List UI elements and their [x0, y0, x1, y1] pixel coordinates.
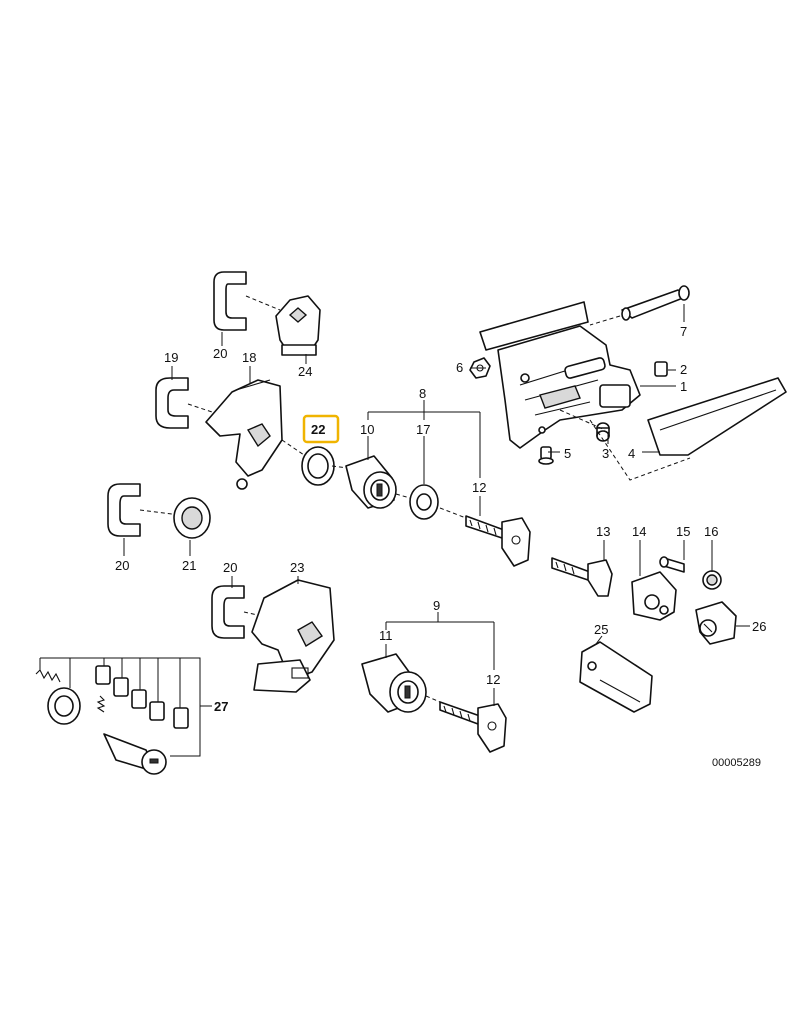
part-14-housing	[631, 571, 677, 621]
callout-10[interactable]: 10	[360, 422, 374, 437]
callout-9[interactable]: 9	[433, 598, 440, 613]
callout-20c[interactable]: 20	[223, 560, 237, 575]
callout-25[interactable]: 25	[594, 622, 608, 637]
part-4-outer-handle	[647, 377, 787, 456]
lower-lever-drawing	[211, 579, 507, 753]
diagram-id: 00005289	[712, 757, 761, 769]
part-24-bracket	[275, 295, 321, 356]
part-20-clip-top	[213, 271, 247, 331]
callout-26[interactable]: 26	[752, 619, 766, 634]
callout-24[interactable]: 24	[298, 364, 312, 379]
callout-13[interactable]: 13	[596, 524, 610, 539]
callout-4[interactable]: 4	[628, 446, 635, 461]
part-23-lever	[251, 579, 335, 693]
part-27-spring-2	[96, 695, 106, 713]
part-16-cap	[702, 570, 722, 590]
callout-12a[interactable]: 12	[472, 480, 486, 495]
callout-18[interactable]: 18	[242, 350, 256, 365]
part-19-clip	[155, 377, 189, 429]
part-1-carrier	[479, 301, 641, 449]
part-20-clip-mid	[107, 483, 141, 537]
callout-11[interactable]: 11	[379, 628, 393, 643]
part-7-rod	[589, 285, 690, 326]
part-3-bushing	[596, 422, 610, 442]
callout-7[interactable]: 7	[680, 324, 687, 339]
callout-20b[interactable]: 20	[115, 558, 129, 573]
callout-22[interactable]: 22	[311, 422, 325, 437]
part-21-ring	[173, 497, 211, 539]
callout-21[interactable]: 21	[182, 558, 196, 573]
callout-12b[interactable]: 12	[486, 672, 500, 687]
callout-20a[interactable]: 20	[213, 346, 227, 361]
callout-3[interactable]: 3	[602, 446, 609, 461]
callout-15[interactable]: 15	[676, 524, 690, 539]
callout-16[interactable]: 16	[704, 524, 718, 539]
callout-2[interactable]: 2	[680, 362, 687, 377]
part-27-tumblers	[95, 665, 189, 729]
part-13-key	[551, 557, 613, 597]
callout-27[interactable]: 27	[214, 699, 228, 714]
part-5-screw	[538, 446, 554, 465]
callout-19[interactable]: 19	[164, 350, 178, 365]
callout-labels: 1 2 3 4 5 6 7 8 9 10 11 12 12 13 14 15 1…	[115, 324, 766, 714]
part-27-ring	[47, 687, 81, 725]
part-27-cylinder	[103, 733, 167, 775]
callout-17[interactable]: 17	[416, 422, 430, 437]
highlight-box	[302, 414, 340, 444]
part-17-ring	[409, 484, 439, 520]
part-22-ring	[301, 446, 335, 486]
part-12-key-lower	[439, 701, 507, 753]
part-12-key-upper	[465, 515, 531, 567]
callout-5[interactable]: 5	[564, 446, 571, 461]
part-2-clip	[654, 361, 668, 377]
handle-assembly-drawing	[469, 285, 787, 481]
part-27-spring-1	[35, 669, 61, 683]
part-25-plate	[579, 641, 653, 713]
upper-lever-drawing	[107, 271, 531, 567]
part-15-pin	[659, 556, 685, 573]
small-parts-drawing	[551, 556, 737, 713]
callout-14[interactable]: 14	[632, 524, 646, 539]
callout-6[interactable]: 6	[456, 360, 463, 375]
kit-27-drawing	[35, 665, 189, 775]
leader-lines	[39, 304, 750, 757]
part-18-lever	[205, 379, 283, 490]
part-26-cover	[695, 601, 737, 645]
part-10-cylinder	[345, 455, 397, 509]
callout-23[interactable]: 23	[290, 560, 304, 575]
callout-1[interactable]: 1	[680, 379, 687, 394]
part-20-clip-low	[211, 585, 245, 639]
callout-8[interactable]: 8	[419, 386, 426, 401]
part-11-cylinder	[361, 653, 427, 713]
